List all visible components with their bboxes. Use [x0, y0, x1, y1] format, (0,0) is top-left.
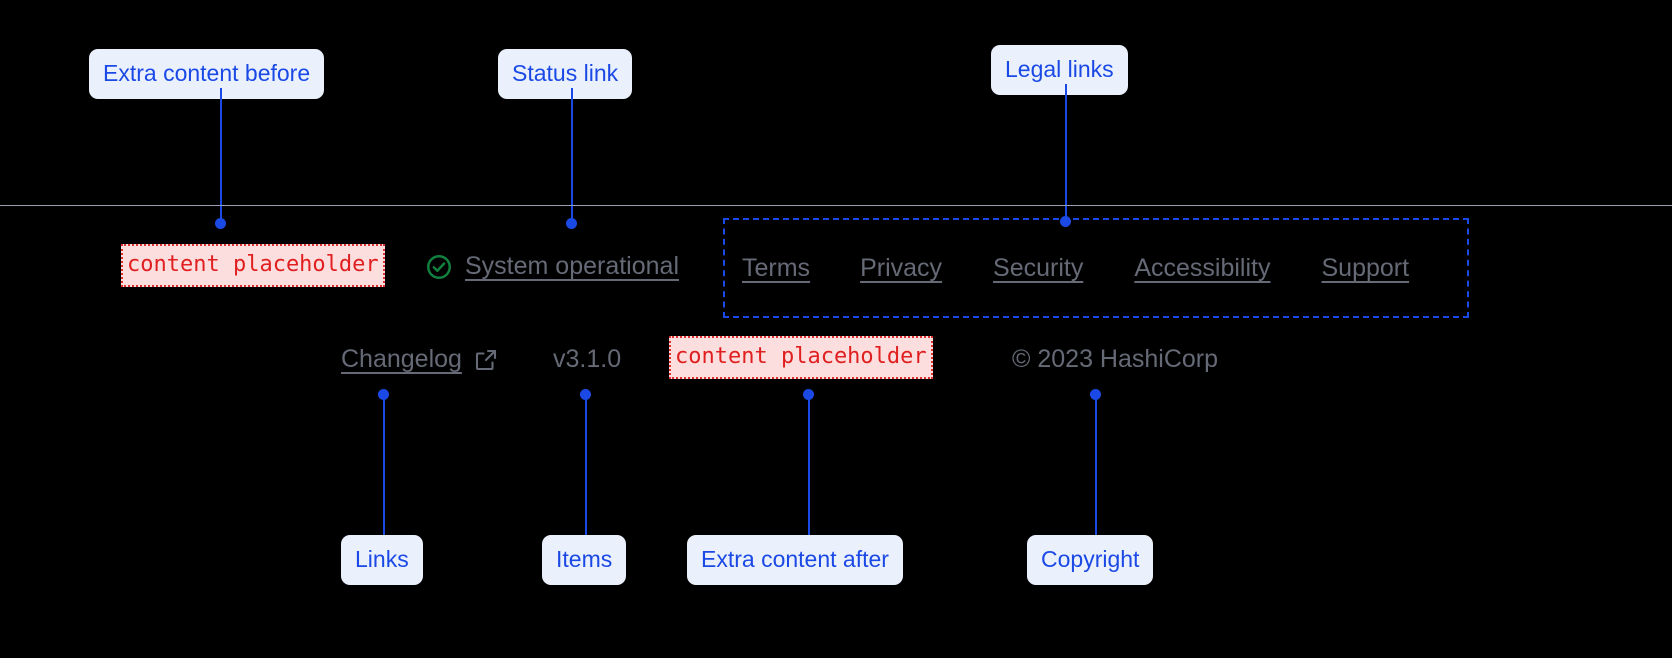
- footer-top-divider: [0, 205, 1672, 206]
- status-link-label: System operational: [465, 252, 680, 280]
- changelog-link[interactable]: Changelog: [341, 345, 498, 374]
- leader-line-status-link: [571, 88, 573, 222]
- leader-dot-items: [580, 389, 591, 400]
- extra-content-after-placeholder: content placeholder: [669, 336, 933, 379]
- leader-line-legal-links: [1065, 84, 1067, 218]
- leader-dot-extra-after: [803, 389, 814, 400]
- callout-items: Items: [542, 535, 627, 585]
- leader-dot-status-link: [566, 218, 577, 229]
- legal-links-group: Terms Privacy Security Accessibility Sup…: [742, 254, 1409, 283]
- leader-dot-copyright: [1090, 389, 1101, 400]
- legal-link-terms[interactable]: Terms: [742, 254, 811, 282]
- check-circle-icon: [425, 253, 453, 281]
- callout-copyright: Copyright: [1027, 535, 1154, 585]
- legal-link-support[interactable]: Support: [1321, 254, 1410, 282]
- version-label: v3.1.0: [553, 345, 622, 373]
- changelog-link-label: Changelog: [341, 345, 462, 373]
- leader-line-extra-before: [220, 88, 222, 222]
- leader-line-extra-after: [808, 395, 810, 535]
- leader-dot-extra-before: [215, 218, 226, 229]
- legal-link-privacy[interactable]: Privacy: [860, 254, 943, 282]
- callout-extra-content-after: Extra content after: [687, 535, 903, 585]
- leader-dot-links: [378, 389, 389, 400]
- legal-links-annotation-box: [723, 218, 1469, 318]
- legal-link-accessibility[interactable]: Accessibility: [1134, 254, 1271, 282]
- copyright-label: © 2023 HashiCorp: [1012, 345, 1219, 373]
- callout-extra-content-before: Extra content before: [89, 49, 325, 99]
- leader-line-links: [383, 395, 385, 535]
- legal-link-security[interactable]: Security: [993, 254, 1084, 282]
- callout-legal-links: Legal links: [991, 45, 1128, 95]
- external-link-icon: [474, 348, 498, 372]
- leader-line-items: [585, 395, 587, 535]
- leader-line-copyright: [1095, 395, 1097, 535]
- leader-dot-legal-links: [1060, 216, 1071, 227]
- callout-status-link: Status link: [498, 49, 633, 99]
- callout-links: Links: [341, 535, 423, 585]
- extra-content-before-placeholder: content placeholder: [121, 244, 385, 287]
- status-link[interactable]: System operational: [425, 252, 679, 281]
